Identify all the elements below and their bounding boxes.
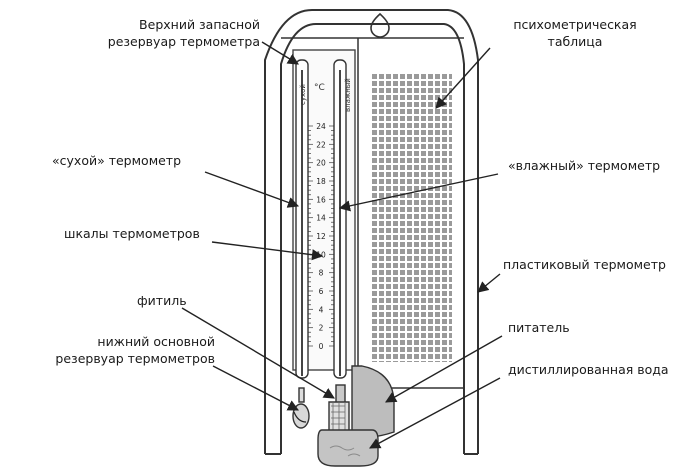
label-upper-reservoir-line1: Верхний запасной — [139, 17, 260, 32]
water-feeder — [317, 365, 395, 467]
arrow-dry-thermometer — [204, 171, 300, 208]
label-wet-thermometer: «влажный» термометр — [508, 158, 661, 173]
arrow-scales — [211, 241, 324, 261]
scale-tick-label: 20 — [316, 159, 326, 168]
label-psychrometric-table: психометрическая таблица — [500, 16, 650, 50]
scale-tick-label: 4 — [319, 305, 324, 314]
label-psychrometric-table-line1: психометрическая — [513, 17, 637, 32]
label-feeder: питатель — [508, 320, 570, 335]
arrow-lower-reservoir — [212, 365, 299, 411]
label-plastic-thermometer: пластиковый термометр — [503, 257, 666, 272]
label-lower-reservoir-line2: резервуар термометров — [55, 351, 215, 366]
label-upper-reservoir-line2: резервуар термометра — [107, 34, 260, 49]
scale-tick-label: 6 — [319, 287, 324, 296]
scale-tick-label: 16 — [316, 195, 326, 204]
label-psychrometric-table-line2: таблица — [547, 34, 603, 49]
scale-tick-label: 18 — [316, 177, 326, 186]
scale-tick-label: 22 — [316, 140, 326, 149]
label-lower-reservoir-line1: нижний основной — [97, 334, 215, 349]
wet-caption: влажный — [344, 78, 352, 112]
label-distilled-water: дистиллированная вода — [508, 362, 669, 377]
arrow-wick — [181, 307, 335, 399]
arrow-distilled-water — [369, 377, 501, 449]
dry-thermometer — [292, 59, 310, 429]
dry-caption: сухой — [299, 84, 307, 105]
arrow-upper-reservoir — [261, 41, 299, 65]
label-upper-reservoir: Верхний запасной резервуар термометра — [60, 16, 260, 50]
scale-tick-label: 8 — [319, 269, 324, 278]
label-wick: фитиль — [137, 293, 187, 308]
arrow-plastic-thermometer — [477, 273, 501, 293]
arrow-psychrometric-table — [435, 47, 491, 109]
label-scales: шкалы термометров — [64, 226, 200, 241]
scale-tick-label: 12 — [316, 232, 326, 241]
scale-tick-label: 0 — [319, 342, 324, 351]
scale-tick-label: 2 — [319, 324, 324, 333]
psychrometric-table-grid — [372, 74, 452, 362]
label-dry-thermometer: «сухой» термометр — [52, 153, 182, 168]
wet-thermometer — [328, 59, 350, 435]
arrow-wet-thermometer — [338, 173, 499, 212]
label-lower-reservoir: нижний основной резервуар термометров — [10, 333, 215, 367]
hanger-drop-icon — [370, 12, 390, 38]
scale-tick-label: 14 — [316, 214, 326, 223]
unit-label: °C — [314, 83, 325, 93]
arrow-feeder — [385, 335, 503, 403]
scale-tick-label: 24 — [316, 122, 326, 131]
